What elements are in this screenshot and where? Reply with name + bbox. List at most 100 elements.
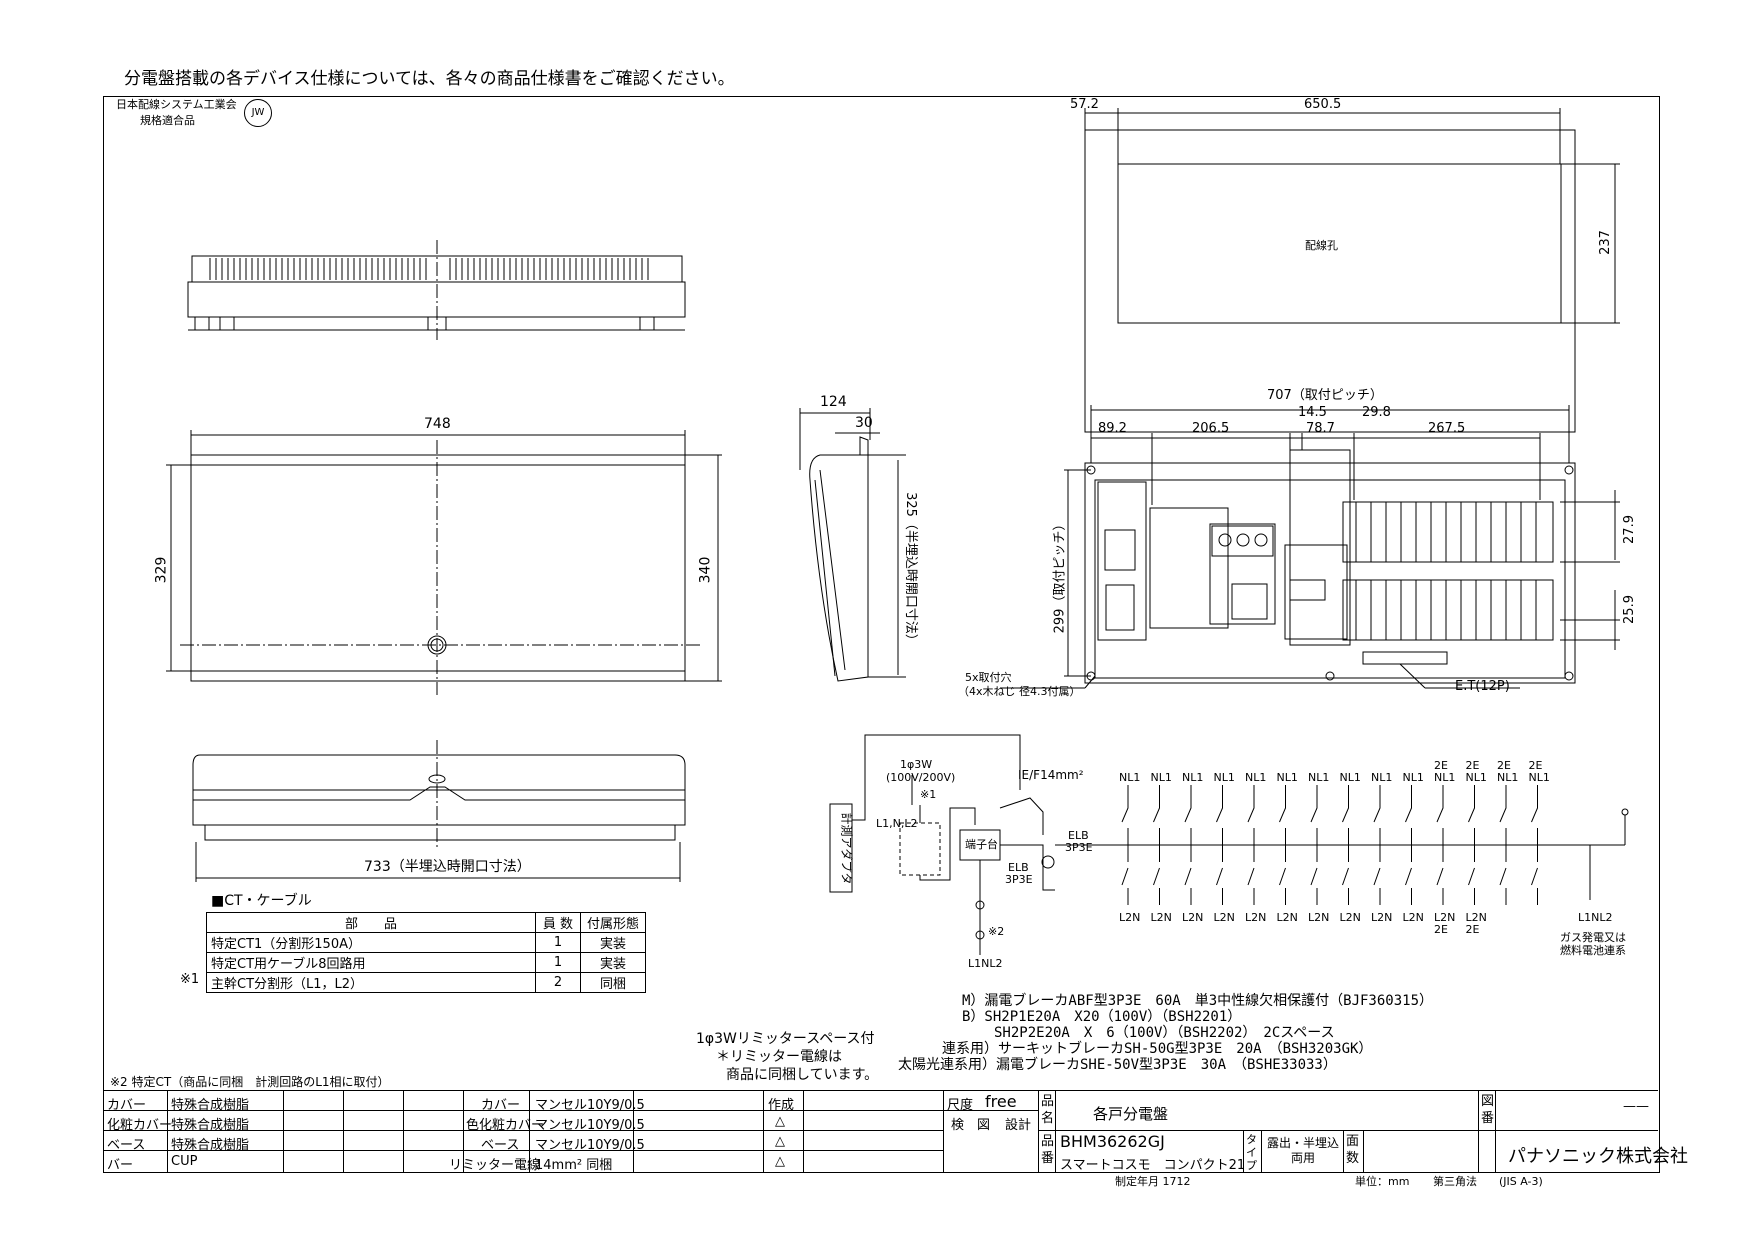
branch-line (1499, 785, 1507, 905)
branch-top-label: NL1 (1276, 771, 1298, 784)
wiring-hole-label: 配線孔 (1305, 239, 1338, 252)
spec-line-2: B）SH2P1E20A X20（100V）（BSH2201） (962, 1009, 1242, 1025)
ct-form: 同梱 (580, 972, 646, 993)
ct-qty: 1 (535, 952, 581, 973)
branch-bottom-label: L2N (1245, 911, 1267, 924)
color-label: 色 (466, 1118, 480, 1133)
branch-top-label: NL1 (1528, 771, 1550, 784)
ct-table: 部 品 員 数 付属形態 特定CT1（分割形150A） 1 実装 特定CT用ケー… (206, 912, 646, 993)
scale-value: free (985, 1092, 1017, 1111)
ct-table-header: 部 品 員 数 付属形態 (206, 912, 646, 933)
product-series: スマートコスモ コンパクト21 (1060, 1158, 1246, 1173)
ct-part: 主幹CT分割形（L1，L2） (206, 972, 536, 993)
color-value-3: マンセル10Y9/0.5 (535, 1138, 645, 1153)
elb1-label: ELB (1068, 829, 1089, 842)
note1-label: ※1 (920, 788, 937, 801)
branch-top-label: NL1 (1150, 771, 1172, 784)
ct-table-title: ■CT・ケーブル (211, 893, 312, 909)
dim-329: 329 (153, 556, 170, 584)
branch-top-label: NL1 (1213, 771, 1235, 784)
ct-qty: 2 (535, 972, 581, 993)
unit-label: 単位：mm (1355, 1175, 1410, 1188)
ct-qty: 1 (535, 932, 581, 953)
branch-top-label: NL1 (1402, 771, 1424, 784)
branch-bottom-label: L2N (1339, 911, 1361, 924)
triangle-3: △ (775, 1154, 785, 1169)
branch-line (1216, 785, 1223, 905)
branch-bottom-label: L2N (1150, 911, 1172, 924)
header-note: 分電盤搭載の各デバイス仕様については、各々の商品仕様書をご確認ください。 (124, 69, 735, 89)
design-label: 設計 (1005, 1118, 1032, 1133)
schematic (829, 734, 1629, 955)
limiter-line3: 商品に同梱しています。 (726, 1067, 879, 1083)
dim-89: 89.2 (1098, 421, 1127, 436)
branch-line (1373, 785, 1381, 905)
branch-line (1121, 785, 1129, 905)
scale-label: 尺度 (947, 1098, 974, 1113)
side-label: 面数 (1346, 1134, 1360, 1166)
branch-line (1184, 785, 1192, 905)
branch-bottom-label: L2N (1182, 911, 1204, 924)
association-line1: 日本配線システム工業会 (116, 98, 237, 111)
branch-bottom-label: L2N (1371, 911, 1393, 924)
number-label: 品番 (1041, 1134, 1055, 1166)
dim-267: 267.5 (1428, 421, 1466, 436)
branch-top-label: NL1 (1308, 771, 1330, 784)
gas-note1: ガス発電又は (1560, 931, 1626, 944)
main-out-label: L1NL2 (1578, 911, 1613, 924)
ct-header-part: 部 品 (206, 912, 536, 933)
branch-top-label: NL1 (1182, 771, 1204, 784)
material-value-4: CUP (171, 1154, 198, 1169)
company-name: パナソニック株式会社 (1508, 1146, 1688, 1167)
material-value-3: 特殊合成樹脂 (171, 1138, 250, 1153)
branch-bottom-label: L2N (1119, 911, 1141, 924)
dim-748: 748 (424, 416, 451, 432)
branch-bottom-label: L2N (1308, 911, 1330, 924)
ct-form: 実装 (580, 952, 646, 973)
material-label-1: カバー (107, 1098, 147, 1113)
triangle-2: △ (775, 1134, 785, 1149)
ie-label: IE/F14mm² (1018, 768, 1084, 782)
branch-top-label: NL1 (1465, 771, 1487, 784)
ct-form: 実装 (580, 932, 646, 953)
product-number: BHM36262GJ (1060, 1132, 1165, 1151)
branch-line (1468, 785, 1475, 905)
material-label-3: ベース (107, 1138, 146, 1153)
ct-row-mark: ※1 (180, 972, 200, 987)
dim-14: 14.5 (1298, 405, 1327, 420)
bottom-view (192, 740, 686, 882)
title-block: カバー 特殊合成樹脂 化粧カバー 特殊合成樹脂 ベース 特殊合成樹脂 バー CU… (103, 1090, 1688, 1173)
branch-top-label: 2E (1434, 759, 1448, 772)
branch-bottom-label: L2N (1434, 911, 1456, 924)
dim-206: 206.5 (1192, 421, 1230, 436)
dim-78: 78.7 (1306, 421, 1335, 436)
holes-label: 5x取付穴 (965, 671, 1012, 684)
color-label-4: リミッター電線 (449, 1158, 541, 1173)
dim-733: 733（半埋込時開口寸法） (364, 859, 531, 875)
type-value: 露出・半埋込両用 (1266, 1136, 1339, 1165)
name-label: 品名 (1041, 1094, 1055, 1126)
branch-top-label: NL1 (1245, 771, 1267, 784)
date-label: 制定年月 1712 (1115, 1175, 1191, 1188)
holes-sub-label: （4x木ねじ 径4.3付属） (958, 685, 1081, 698)
branch-line (1342, 785, 1349, 905)
branch-top-label: 2E (1528, 759, 1543, 772)
branch-bottom-label: L2N (1213, 911, 1235, 924)
ct-note: ※2 特定CT（商品に同梱 計測回路のL1相に取付） (110, 1075, 390, 1089)
ct-part: 特定CT1（分割形150A） (206, 932, 536, 953)
branch-bottom-label: 2E (1434, 923, 1448, 936)
front-view (166, 430, 722, 695)
top-view (187, 240, 686, 340)
association-logo: JW (244, 99, 272, 127)
elb1b-label: 3P3E (1065, 841, 1093, 854)
ct-header-form: 付属形態 (580, 912, 646, 933)
limiter-line1: 1φ3Wリミッタースペース付 (696, 1031, 875, 1047)
lines-label: L1,N,L2 (876, 817, 918, 830)
elb2-label: ELB (1008, 861, 1029, 874)
back-view (1084, 108, 1620, 433)
branch-line (1405, 785, 1412, 905)
spec-line-1: M）漏電ブレーカABF型3P3E 60A 単3中性線欠相保護付（BJF36031… (962, 993, 1434, 1009)
et-label: E.T(12P) (1455, 679, 1510, 694)
type-label: タイプ (1246, 1133, 1257, 1172)
